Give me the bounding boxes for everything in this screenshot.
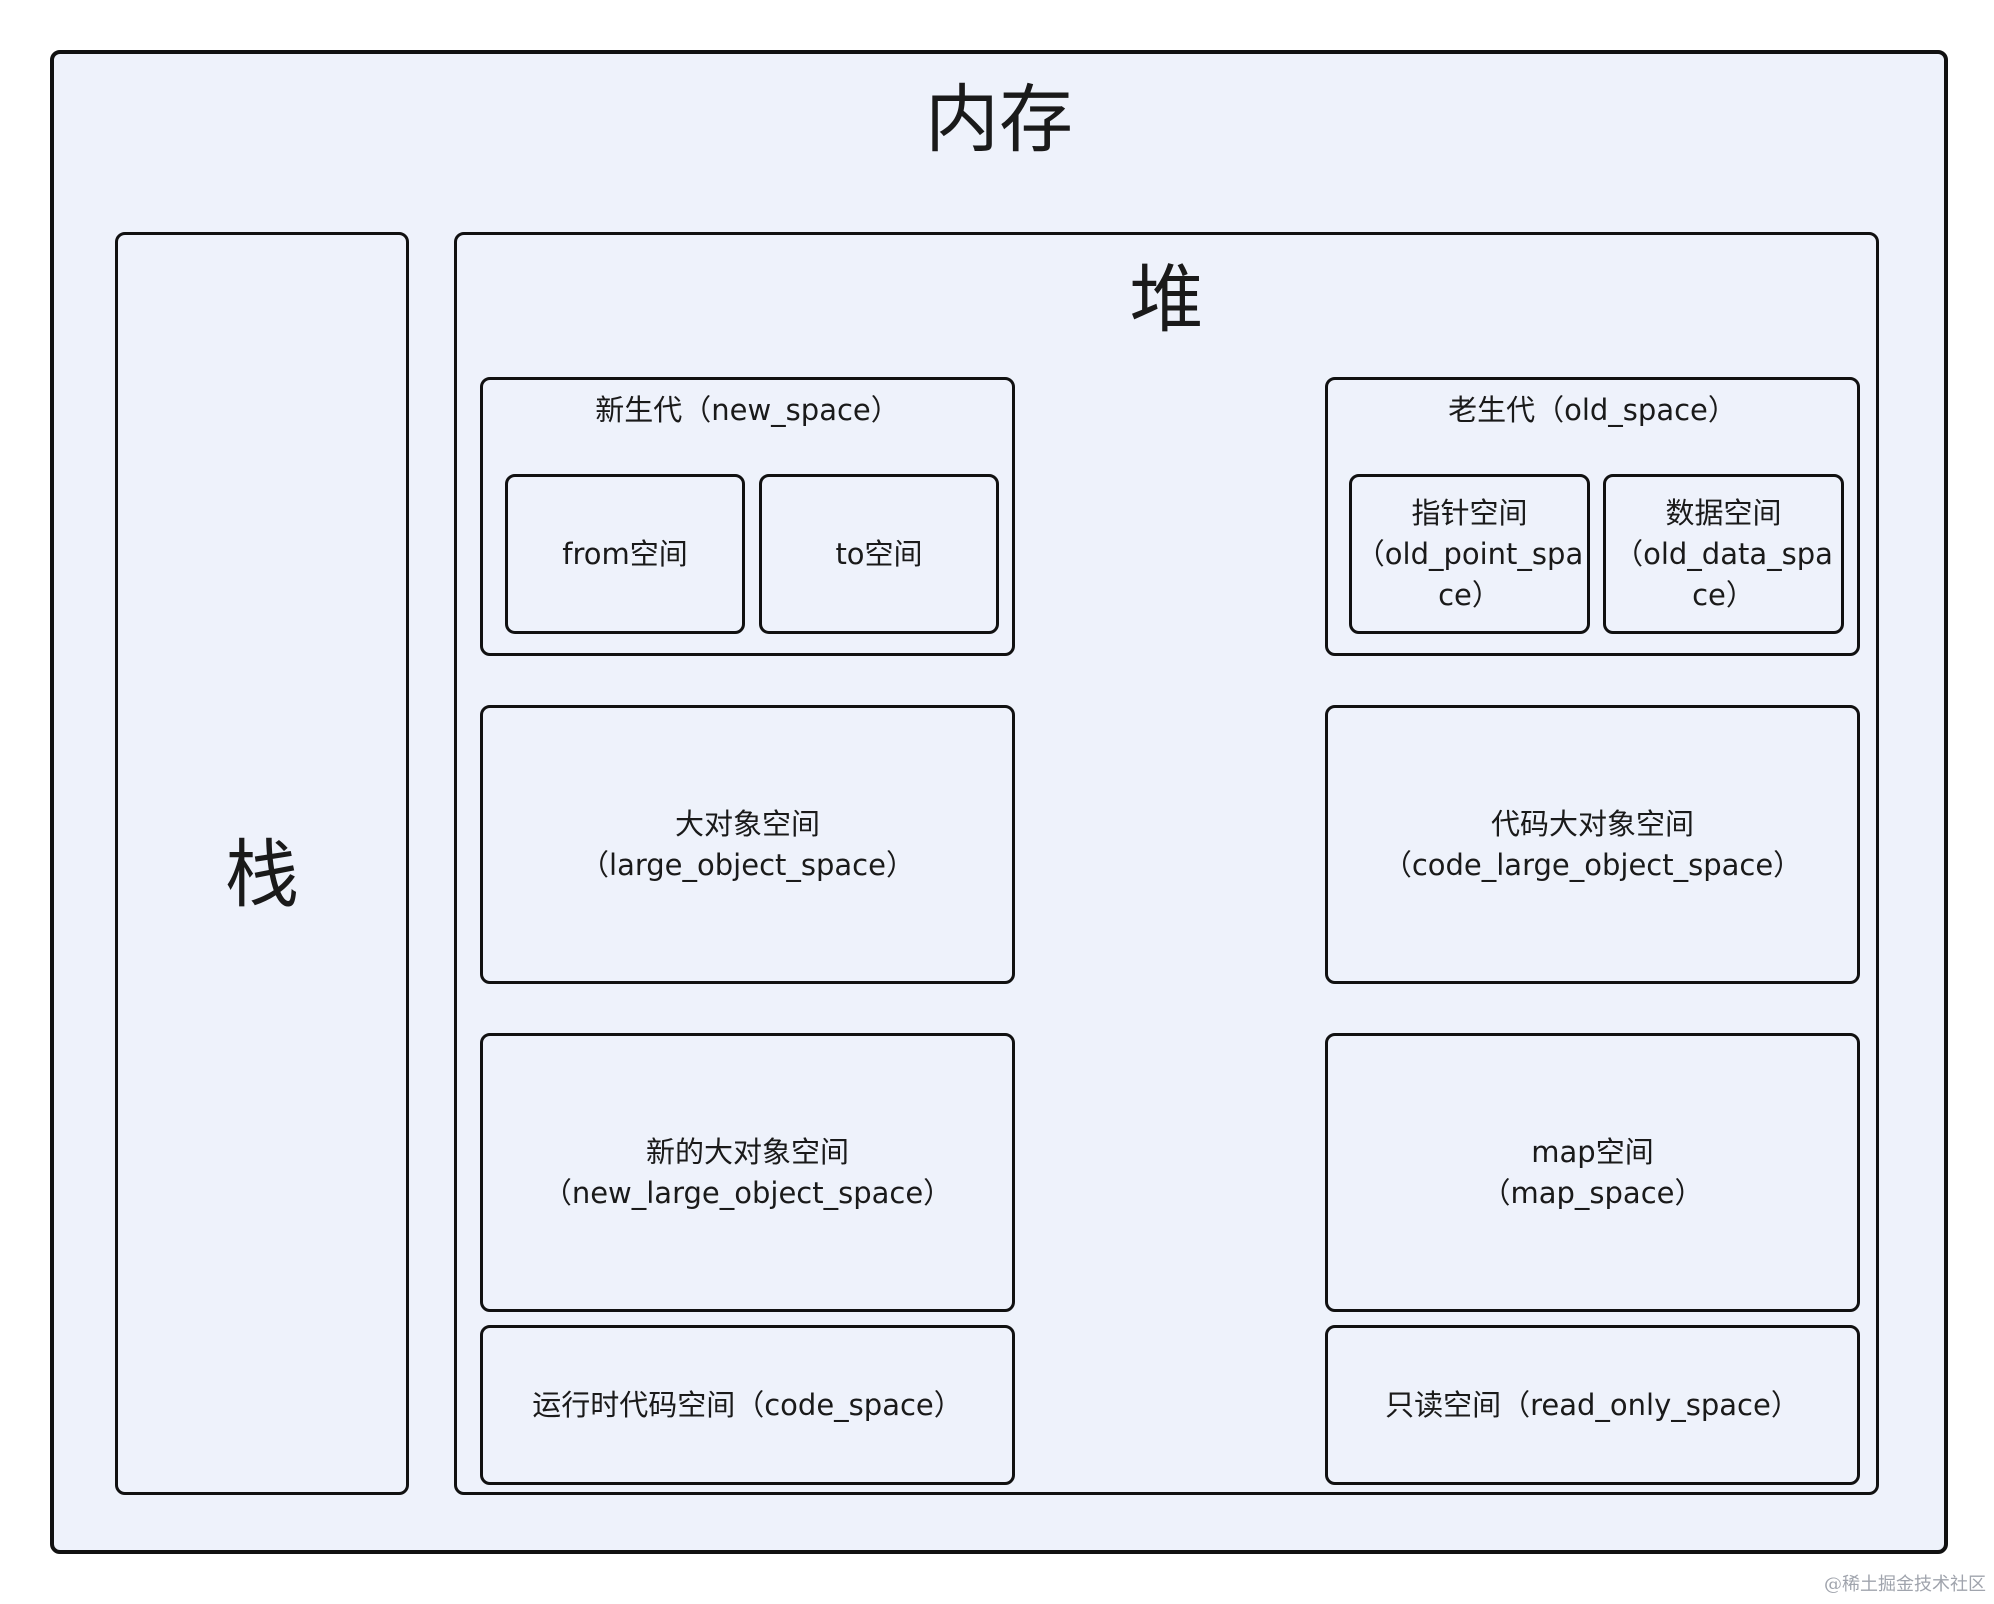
large-object-space-box: 大对象空间 （large_object_space） xyxy=(480,705,1015,984)
stack-box xyxy=(115,232,409,1495)
code-large-object-space-box: 代码大对象空间 （code_large_object_space） xyxy=(1325,705,1860,984)
stack-title: 栈 xyxy=(225,832,299,918)
old-space-title: 老生代（old_space） xyxy=(1448,393,1737,427)
from-space-box: from空间 xyxy=(505,474,745,634)
read-only-space-box: 只读空间（read_only_space） xyxy=(1325,1325,1860,1485)
heap-title: 堆 xyxy=(1129,257,1204,343)
old-data-space-box: 数据空间 （old_data_spa ce） xyxy=(1603,474,1844,634)
old-pointer-space-box: 指针空间 （old_point_spa ce） xyxy=(1349,474,1590,634)
watermark: @稀土掘金技术社区 xyxy=(1824,1574,1986,1595)
new-space-title: 新生代（new_space） xyxy=(595,393,900,427)
code-space-box: 运行时代码空间（code_space） xyxy=(480,1325,1015,1485)
to-space-box: to空间 xyxy=(759,474,999,634)
memory-title: 内存 xyxy=(925,77,1073,163)
new-large-object-space-box: 新的大对象空间 （new_large_object_space） xyxy=(480,1033,1015,1312)
map-space-box: map空间 （map_space） xyxy=(1325,1033,1860,1312)
